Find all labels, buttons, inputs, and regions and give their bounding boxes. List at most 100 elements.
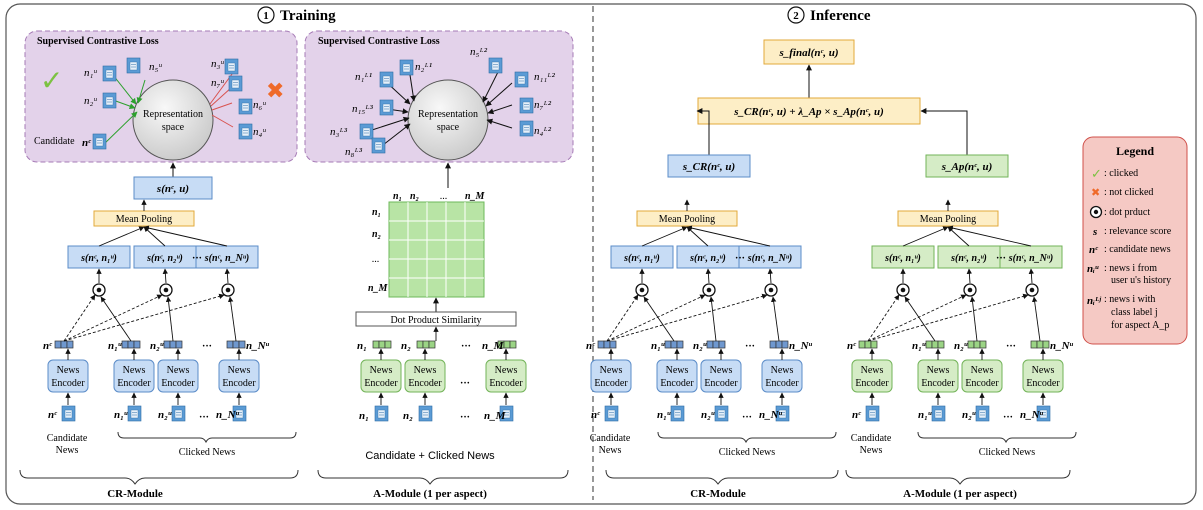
s-final-box: [763, 39, 855, 65]
embedding-vector-icon: [967, 340, 987, 349]
news-encoder-label: Encoder: [921, 378, 955, 389]
training-number: 1: [263, 10, 269, 22]
mean-pooling-label: Mean Pooling: [116, 214, 172, 225]
infer-cr-clicked-news-label: Clicked News: [719, 447, 775, 458]
cr-representation-sphere: [132, 79, 214, 161]
input-label-nNu: n_Nᵘ: [216, 409, 240, 421]
news-doc-icon: [514, 71, 529, 88]
sap-to-combine-arrow: [920, 108, 968, 155]
a-point-2: n₅ᴸ²: [470, 46, 488, 58]
news-doc-icon: [488, 57, 503, 74]
vector-label-nNu: n_Nᵘ: [1050, 340, 1074, 352]
infer-a-clicked-news-label: Clicked News: [979, 447, 1035, 458]
vector-label-nNu: n_Nᵘ: [789, 340, 813, 352]
news-doc-icon: [775, 405, 790, 422]
news-doc-icon: [102, 92, 117, 109]
cr-point-n4u: n₄ᵘ: [253, 126, 266, 138]
embedding-vector-icon: [163, 340, 183, 349]
embedding-vector-icon: [706, 340, 726, 349]
candidate-clicked-news-label: Candidate + Clicked News: [365, 450, 495, 462]
vector-label-n2u: n₂ᵘ: [954, 340, 968, 352]
input-label-n2u: n₂ᵘ: [158, 409, 172, 421]
news-doc-icon: [714, 405, 729, 422]
ellipsis: ···: [202, 341, 212, 352]
cr-point-n2u: n₂ᵘ: [84, 95, 97, 107]
news-doc-icon: [604, 405, 619, 422]
ellipsis: ···: [1003, 412, 1013, 423]
embedding-vector-icon: [416, 340, 436, 349]
cr-candidate-point: nᶜ: [82, 137, 92, 149]
news-encoder-label: News: [666, 365, 689, 376]
similarity-matrix: n₁ n₂ ... n_M n₁ n₂ ... n_M: [368, 191, 486, 298]
vector-label-n1u: n₁ᵘ: [108, 340, 122, 352]
a-point-6: n₃ᴸ³: [330, 126, 348, 138]
news-doc-icon: [1036, 405, 1051, 422]
dot-product-icon: [702, 283, 716, 297]
ellipsis: ···: [460, 378, 470, 389]
cr-point-n1u: n₁ᵘ: [84, 67, 97, 79]
ellipsis: ···: [735, 253, 745, 264]
input-label-n1u: n₁ᵘ: [114, 409, 128, 421]
relevance-score-label: s(nᶜ, n₁ᵘ): [884, 253, 921, 264]
legend-nilj-text2: class label j: [1111, 307, 1158, 318]
candidate-vector-label: nᶜ: [43, 340, 53, 352]
candidate-vector-label: nᶜ: [586, 340, 596, 352]
a-doc-icons: [359, 57, 534, 154]
news-encoder-label: Encoder: [222, 378, 256, 389]
news-doc-icon: [371, 137, 386, 154]
embedding-vector-icon: [769, 340, 789, 349]
candidate-news-label: News: [56, 445, 79, 456]
legend: Legend ✓ : clicked ✖ : not clicked : dot…: [1082, 136, 1188, 345]
news-encoder-label: News: [123, 365, 146, 376]
embedding-vector-icon: [54, 340, 74, 349]
a-point-5: n₇ᴸ²: [534, 99, 552, 111]
input-label-n2u: n₂ᵘ: [701, 409, 715, 421]
news-encoder-label: News: [1032, 365, 1055, 376]
input-label-n2u: n₂ᵘ: [962, 409, 976, 421]
s-final-label: s_final(nᶜ, u): [778, 47, 838, 59]
news-doc-icon: [238, 98, 253, 115]
dot-product-icon: [1025, 283, 1039, 297]
candidate-news-label: Candidate: [47, 433, 88, 444]
legend-cross-icon: ✖: [1091, 187, 1100, 199]
a-input-label: n₁: [359, 410, 369, 422]
a-input-label: n₂: [403, 410, 413, 422]
news-encoder-label: News: [370, 365, 393, 376]
input-label-nNu: n_Nᵘ: [759, 409, 783, 421]
input-label-nc: nᶜ: [852, 409, 862, 421]
train-cr-module-label: CR-Module: [107, 488, 163, 500]
legend-niu-text: : news i from: [1104, 263, 1157, 274]
s-ap-label: s_Ap(nᶜ, u): [941, 161, 992, 173]
a-point-3: n₁₁ᴸ²: [534, 71, 556, 83]
vector-label-n2u: n₂ᵘ: [693, 340, 707, 352]
cr-doc-icons: [92, 57, 253, 150]
embedding-vector-icon: [597, 340, 617, 349]
clicked-check-icon: ✓: [40, 65, 63, 96]
ellipsis: ···: [192, 253, 202, 264]
news-doc-icon: [228, 75, 243, 92]
news-encoder-label: News: [710, 365, 733, 376]
matrix-col-1: n₂: [410, 191, 419, 202]
news-doc-icon: [865, 405, 880, 422]
relevance-score-label: s(nᶜ, n₁ᵘ): [623, 253, 660, 264]
news-encoder-label: News: [414, 365, 437, 376]
vector-label-nNu: n_Nᵘ: [246, 340, 270, 352]
legend-dot-product-text: : dot prduct: [1104, 207, 1150, 218]
news-doc-icon: [519, 97, 534, 114]
legend-clicked-text: : clicked: [1104, 168, 1138, 179]
cr-representation-label-2: space: [162, 122, 185, 133]
dot-product-similarity-label: Dot Product Similarity: [390, 315, 481, 326]
s-nc-u-label: s(nᶜ, u): [156, 183, 189, 195]
news-encoder-label: Encoder: [965, 378, 999, 389]
a-vector-label: n_M: [482, 340, 505, 352]
input-label-nNu: n_Nᵘ: [1020, 409, 1044, 421]
a-vector-label: n₂: [401, 340, 411, 352]
relevance-score-label: s(nᶜ, n₂ᵘ): [146, 253, 183, 264]
not-clicked-cross-icon: ✖: [266, 78, 284, 103]
dot-product-icon: [92, 283, 106, 297]
embedding-vector-icon: [858, 340, 878, 349]
legend-not-clicked-text: : not clicked: [1104, 187, 1153, 198]
